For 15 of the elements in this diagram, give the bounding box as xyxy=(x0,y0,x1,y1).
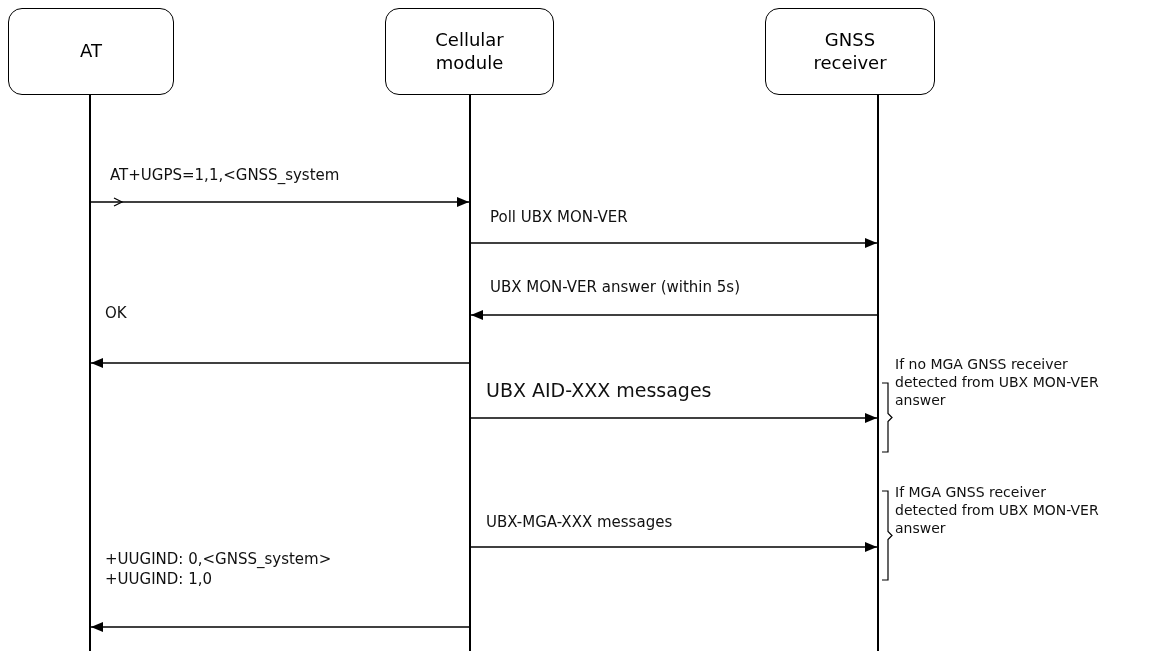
condition-note: If no MGA GNSS receiver detected from UBX MON-VER answer xyxy=(895,355,1100,410)
lifeline xyxy=(469,95,471,651)
lifeline xyxy=(89,95,91,651)
participant-box: Cellular module xyxy=(385,8,554,95)
participant-box: AT xyxy=(8,8,174,95)
message-label: OK xyxy=(105,304,128,324)
message-label: UBX MON-VER answer (within 5s) xyxy=(490,278,742,298)
message-label: AT+UGPS=1,1,<GNSS_system xyxy=(110,166,341,186)
participant-box: GNSS receiver xyxy=(765,8,935,95)
lifeline xyxy=(877,95,879,651)
message-label: Poll UBX MON-VER xyxy=(490,208,629,228)
message-label: UBX-MGA-XXX messages xyxy=(486,513,674,533)
condition-note: If MGA GNSS receiver detected from UBX MON-VER answer xyxy=(895,483,1100,538)
message-label: +UUGIND: 0,<GNSS_system> +UUGIND: 1,0 xyxy=(105,550,333,589)
message-label: UBX AID-XXX messages xyxy=(486,378,713,403)
